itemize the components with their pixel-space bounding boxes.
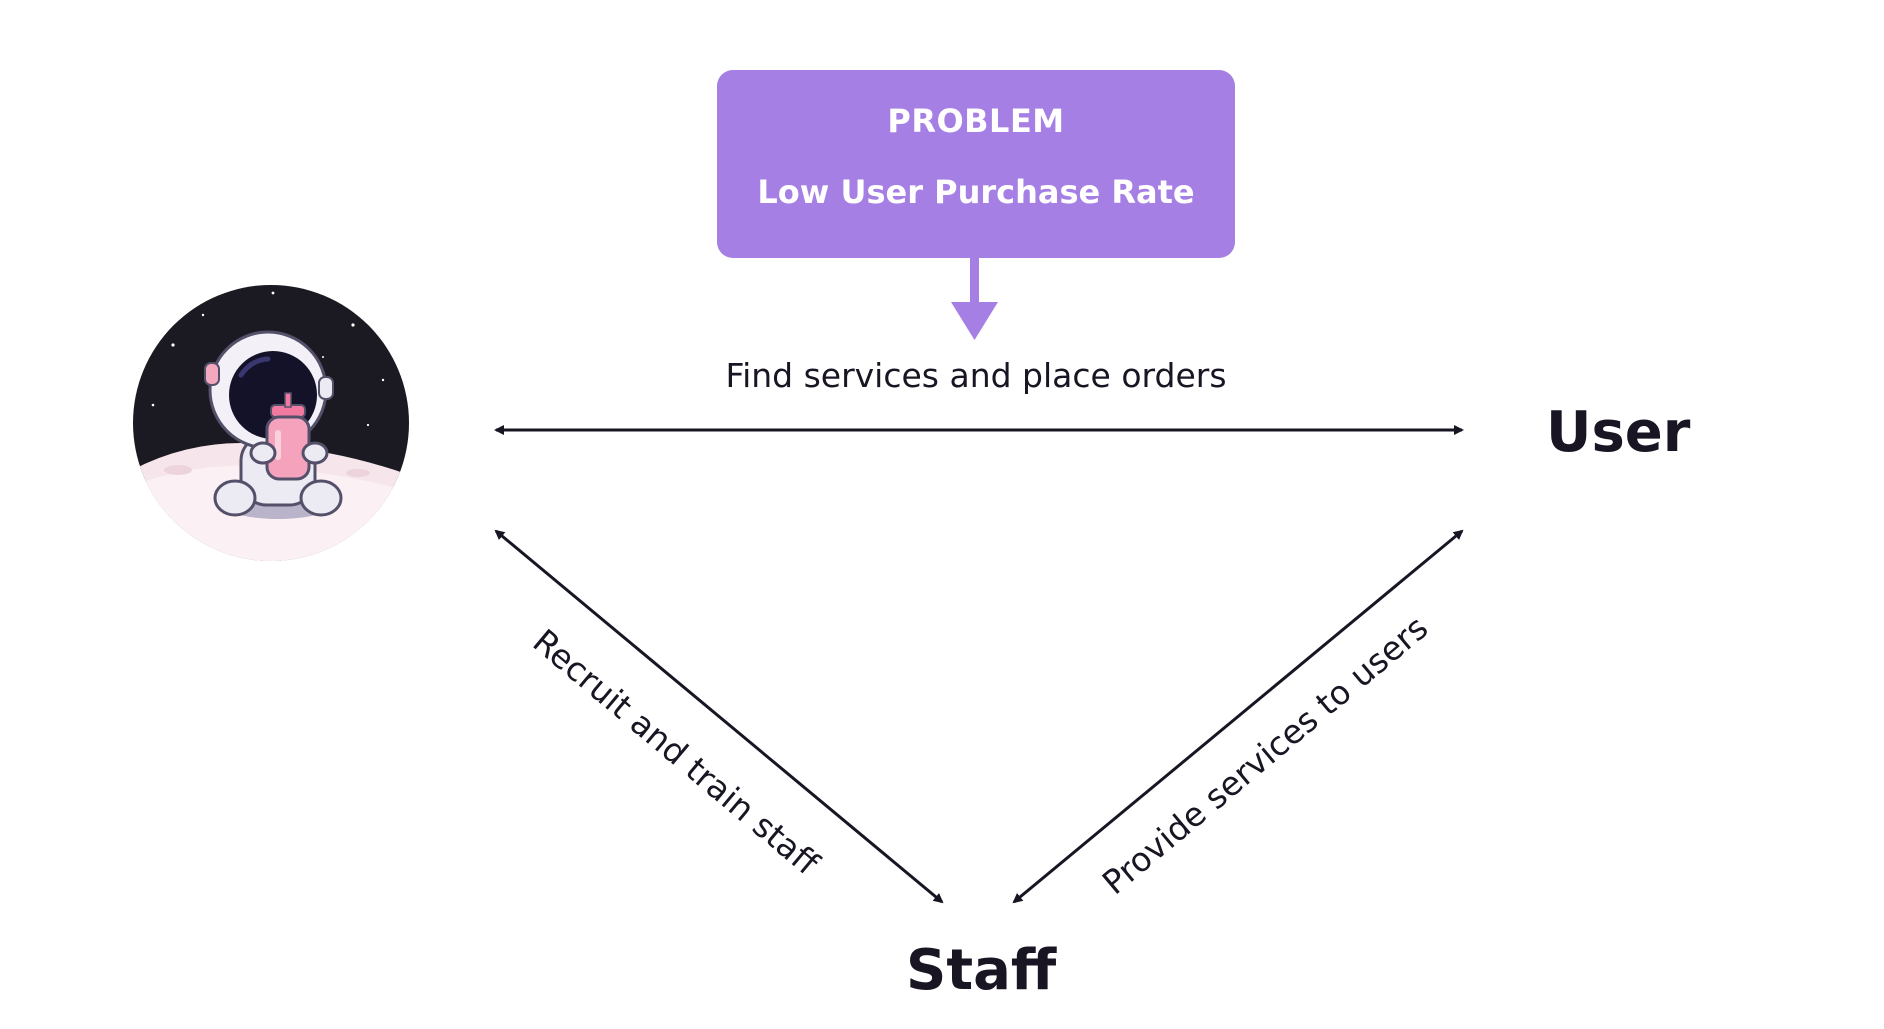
edge-right-arrow	[1012, 529, 1464, 904]
problem-title: PROBLEM	[887, 102, 1065, 140]
edge-top-label: Find services and place orders	[725, 356, 1227, 395]
problem-pointer-arrow	[951, 258, 998, 340]
edge-left-arrow	[494, 529, 944, 904]
astronaut-avatar-icon	[133, 285, 409, 561]
user-node-label: User	[1546, 400, 1691, 465]
staff-node-label: Staff	[906, 938, 1057, 1003]
problem-description: Low User Purchase Rate	[757, 173, 1195, 211]
problem-box: PROBLEM Low User Purchase Rate	[717, 70, 1235, 258]
